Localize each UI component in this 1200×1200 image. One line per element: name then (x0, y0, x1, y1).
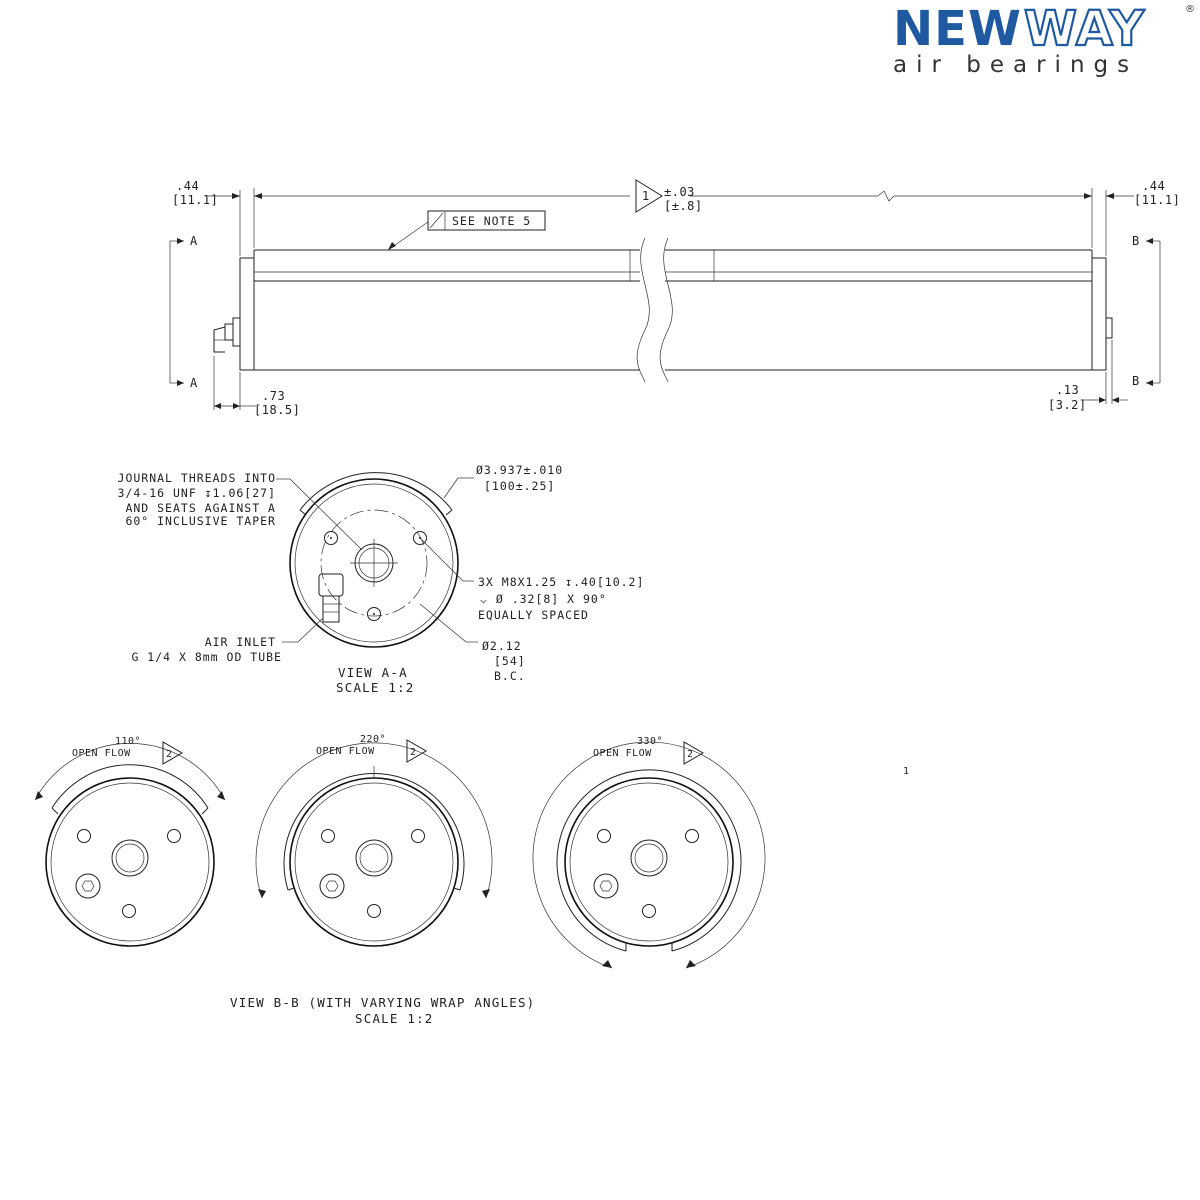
journal-note-line-3: AND SEATS AGAINST A (125, 501, 276, 515)
section-a-bottom: A (190, 376, 198, 390)
outer-circle (289, 777, 459, 947)
right-end-cap (1091, 257, 1107, 371)
bolt-circle-mm: [54] (494, 654, 526, 668)
fitting-dim-mm: [18.5] (254, 403, 300, 417)
right-end-dim-mm: [11.1] (1134, 193, 1180, 207)
journal-note-line-4: 60° INCLUSIVE TAPER (125, 514, 276, 528)
holes-note-line-2: ⌵ Ø .32[8] X 90° (480, 592, 607, 606)
bolt-circle-bc: B.C. (494, 669, 526, 683)
view-a-a: JOURNAL THREADS INTO 3/4-16 UNF ↧1.06[27… (118, 463, 644, 695)
open-flow-label-330: OPEN FLOW (593, 748, 652, 759)
view-aa-scale: SCALE 1:2 (336, 680, 415, 695)
wrap-angle-110: 110° (115, 736, 141, 747)
mount-hole-1 (324, 531, 338, 545)
length-flag-number: 1 (642, 189, 650, 203)
air-inlet-fitting (318, 573, 344, 623)
wrap-angle-330: 330° (637, 736, 663, 747)
view-aa-title: VIEW A-A (338, 665, 408, 680)
diameter-mm: [100±.25] (484, 479, 555, 493)
bolt-circle (320, 509, 428, 617)
left-end-cap (239, 257, 255, 371)
air-fitting (213, 317, 241, 353)
wrap-angle-220: 220° (360, 734, 386, 745)
mount-hole-3 (367, 607, 381, 621)
pad-arc (299, 472, 453, 511)
flag-330: 2 (687, 749, 694, 760)
holes-note-line-3: EQUALLY SPACED (478, 608, 589, 622)
length-tol-inch: ±.03 (664, 185, 695, 199)
outer-circle (45, 777, 215, 947)
see-note-5: SEE NOTE 5 (452, 214, 531, 228)
right-end-stub (1105, 317, 1113, 339)
break-line-right (659, 237, 673, 383)
newway-logo: NEW WAY ® air bearings (893, 0, 1195, 78)
view-bb-title: VIEW B-B (WITH VARYING WRAP ANGLES) (230, 995, 535, 1010)
open-flow-label-220: OPEN FLOW (316, 746, 375, 757)
air-inlet-line-1: AIR INLET (205, 635, 276, 649)
view-bb-220: 220° OPEN FLOW 2 (255, 734, 493, 947)
logo-way-text: WAY (1024, 1, 1145, 57)
mount-hole-2 (413, 531, 427, 545)
logo-new-text: NEW (893, 1, 1022, 57)
side-view: 1 ±.03 [±.8] .44 [11.1] .44 [11.1] SEE N… (169, 179, 1180, 417)
right-step-dim-inch: .13 (1056, 383, 1079, 397)
journal-note-line-2: 3/4-16 UNF ↧1.06[27] (118, 486, 276, 500)
flag-110: 2 (166, 749, 173, 760)
diameter-inch: Ø3.937±.010 (476, 463, 563, 477)
section-b-bottom: B (1132, 374, 1140, 388)
view-bb-330: 330° OPEN FLOW 2 (532, 736, 766, 969)
right-step-dim-mm: [3.2] (1048, 398, 1087, 412)
outer-circle (289, 478, 459, 648)
registered-mark: ® (1185, 4, 1195, 15)
length-tol-mm: [±.8] (664, 199, 703, 213)
air-inlet-line-2: G 1/4 X 8mm OD TUBE (131, 650, 282, 664)
stray-mark: 1 (903, 766, 910, 777)
left-end-dim-inch: .44 (176, 179, 199, 193)
journal-note-line-1: JOURNAL THREADS INTO (118, 471, 276, 485)
section-b-top: B (1132, 234, 1140, 248)
note-callout-box (427, 210, 546, 231)
outer-circle (564, 777, 734, 947)
view-bb-scale: SCALE 1:2 (355, 1011, 434, 1026)
fitting-dim-inch: .73 (262, 389, 285, 403)
right-end-dim-inch: .44 (1142, 179, 1165, 193)
left-end-dim-mm: [11.1] (172, 193, 218, 207)
section-a-top: A (190, 234, 198, 248)
logo-tagline: air bearings (893, 52, 1138, 78)
holes-note-line-1: 3X M8X1.25 ↧.40[10.2] (478, 575, 644, 589)
cylinder-body (253, 249, 1093, 371)
open-flow-label-110: OPEN FLOW (72, 748, 131, 759)
break-line-left (636, 237, 650, 383)
bolt-circle-dia: Ø2.12 (482, 639, 522, 653)
flag-220: 2 (410, 747, 417, 758)
length-flag-triangle (635, 179, 663, 213)
view-bb-110: 110° OPEN FLOW 2 (34, 736, 226, 947)
